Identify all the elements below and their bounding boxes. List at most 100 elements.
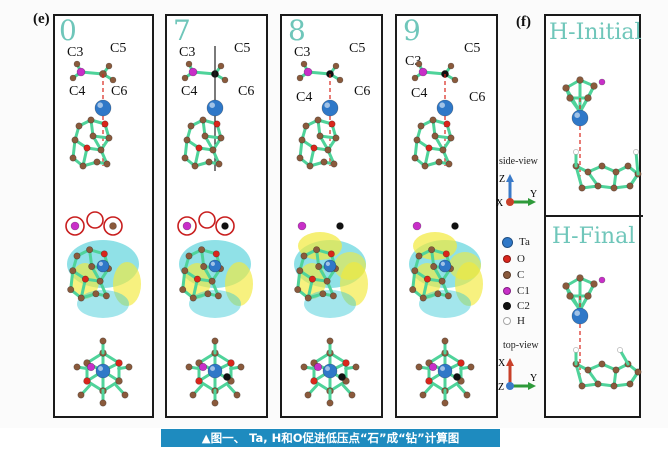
h-final-label: H-Final [552, 224, 636, 249]
carbon-atom [421, 162, 429, 170]
bond [618, 348, 630, 366]
carbon-atom [415, 60, 423, 68]
ta-atom [208, 259, 222, 273]
legend-label: C [517, 269, 525, 281]
legend-item-ta: Ta [502, 236, 530, 248]
o-atom-icon [503, 255, 511, 263]
bond [574, 164, 584, 190]
step-number: 0 [59, 14, 77, 47]
carbon-atom [198, 246, 206, 254]
carbon-atom [189, 391, 197, 399]
bond [574, 362, 584, 388]
legend-label: C1 [517, 285, 530, 297]
side-view-axes: Z Y X [496, 174, 537, 209]
carbon-atom [332, 62, 340, 70]
carbon-atom [584, 168, 592, 176]
ta-highlight [209, 102, 215, 108]
oxygen-atom [195, 144, 203, 152]
legend-item-c: C [503, 269, 524, 281]
atom-label-c3: C3 [67, 45, 84, 60]
legend-label: H [517, 315, 525, 327]
oxygen-atom [423, 275, 431, 283]
oxygen-atom [310, 377, 318, 385]
carbon-atom [185, 252, 193, 260]
oxygen-atom [342, 359, 350, 367]
carbon-atom [612, 366, 620, 374]
carbon-atom [415, 252, 423, 260]
ta-atom [436, 99, 454, 117]
ta-atom [206, 99, 224, 117]
c1-atom [86, 362, 96, 372]
c2-atom-icon [503, 302, 511, 310]
h-atom [617, 347, 623, 353]
carbon-atom [96, 277, 104, 285]
oxygen-atom [227, 359, 235, 367]
molecule-structure [177, 46, 253, 407]
atom-label-c3: C3 [294, 45, 311, 60]
atom-label-c4: C4 [69, 84, 86, 99]
c1-atom [598, 78, 606, 86]
bond [421, 277, 429, 300]
c1-atom [418, 67, 428, 77]
carbon-atom [441, 399, 449, 407]
figure-caption: ▲图一、 Ta, H和O促进低压点“石”成“钻”计算图 [161, 429, 500, 447]
carbon-atom [200, 263, 208, 271]
ta-highlight [97, 102, 103, 108]
carbon-atom [610, 184, 618, 192]
carbon-atom [73, 60, 81, 68]
ta-atom [207, 363, 223, 379]
ta-highlight [440, 366, 445, 371]
carbon-atom [296, 267, 304, 275]
carbon-atom [217, 62, 225, 70]
carbon-atom [187, 122, 195, 130]
carbon-atom [438, 277, 446, 285]
carbon-atom [211, 337, 219, 345]
carbon-atom [323, 277, 331, 285]
c2-atom [221, 222, 229, 230]
carbon-atom [121, 391, 129, 399]
step-panel-8: 8 C3 C5 C4 C6 [280, 14, 383, 418]
carbon-atom [208, 277, 216, 285]
carbon-atom [205, 158, 213, 166]
carbon-atom [411, 154, 419, 162]
molecule-structure [409, 60, 483, 407]
h-atom-icon [503, 317, 511, 325]
legend-label: C2 [517, 300, 530, 312]
legend-label: O [517, 253, 525, 265]
carbon-atom [217, 134, 225, 142]
carbon-atom [201, 132, 209, 140]
carbon-atom [584, 94, 592, 102]
h-structures [562, 76, 642, 390]
carbon-atom [411, 267, 419, 275]
highlight-ring [103, 216, 123, 236]
carbon-atom [183, 136, 191, 144]
h-panel: H-Initial H-Final [544, 14, 643, 418]
c2-atom [336, 222, 344, 230]
carbon-atom [590, 82, 598, 90]
oxygen-atom [443, 120, 451, 128]
carbon-atom [304, 391, 312, 399]
ta-highlight [98, 366, 103, 371]
oxygen-atom [101, 120, 109, 128]
carbon-atom [447, 134, 455, 142]
carbon-atom [430, 263, 438, 271]
atom-label-c6: C6 [238, 84, 255, 99]
carbon-atom [67, 286, 75, 294]
highlight-ring [65, 216, 85, 236]
oxygen-atom [115, 359, 123, 367]
carbon-atom [102, 292, 110, 300]
carbon-atom [313, 246, 321, 254]
carbon-atom [125, 363, 133, 371]
panel-f-label: (f) [516, 14, 531, 30]
carbon-atom [441, 337, 449, 345]
atom-label-c6: C6 [111, 84, 128, 99]
oxygen-atom [442, 250, 450, 258]
oxygen-atom [457, 359, 465, 367]
carbon-atom [594, 380, 602, 388]
atom-label-c4: C4 [181, 84, 198, 99]
c2-atom [451, 222, 459, 230]
carbon-atom [419, 294, 427, 302]
oxygen-atom [425, 144, 433, 152]
step-panel-0: 0 C3 C5 C4 C6 [53, 14, 154, 418]
carbon-atom [181, 154, 189, 162]
